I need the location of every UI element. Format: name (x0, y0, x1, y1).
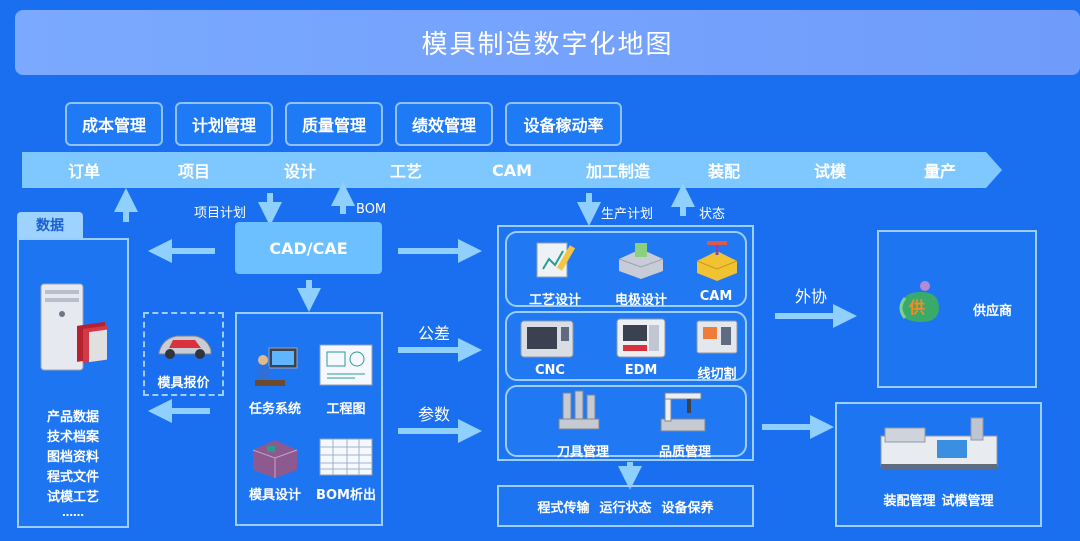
design-tools-panel: 任务系统 工程图 模具设计 BOM析出 (235, 312, 383, 526)
page-title: 模具制造数字化地图 (421, 30, 674, 60)
cam-icon (696, 241, 738, 281)
car-icon (158, 335, 212, 359)
tool-label: 模具设计 (248, 488, 301, 503)
mfg-label: 工艺设计 (528, 293, 581, 308)
step-process: 工艺 (340, 152, 464, 188)
step-trial: 试模 (764, 152, 888, 188)
wire-cut-machine-icon (696, 320, 738, 354)
cad-cae-box: CAD/CAE (235, 222, 382, 274)
step-machining: 加工制造 (552, 152, 676, 188)
mgmt-cost: 成本管理 (65, 102, 163, 146)
mfg-label: 品质管理 (658, 445, 711, 460)
tool-holders-icon (558, 390, 600, 430)
data-item: 图档资料 (46, 450, 99, 465)
step-assembly: 装配 (658, 152, 782, 188)
mfg-label: 刀具管理 (556, 445, 609, 460)
supplier-label: 供应商 (973, 304, 1013, 319)
assembly-box: 装配管理 试模管理 (835, 402, 1042, 527)
data-item: 技术档案 (46, 430, 99, 445)
electrode-design-icon (618, 243, 664, 279)
drawing-icon (319, 344, 373, 386)
injection-machine-icon (880, 417, 998, 470)
assembly-item: 试模管理 (941, 494, 994, 509)
step-mass-production: 量产 (870, 152, 1002, 188)
data-item: 试模工艺 (46, 490, 99, 505)
supplier-icon (899, 281, 939, 322)
cmm-machine-icon (660, 392, 706, 432)
mfg-label: 电极设计 (614, 293, 667, 308)
data-tab-label: 数据 (36, 218, 64, 234)
bottom-box: 程式传输 运行状态 设备保养 (497, 485, 754, 527)
title-bar: 模具制造数字化地图 (15, 10, 1080, 75)
mold-quote-box: 模具报价 (143, 312, 224, 396)
mfg-label: CNC (535, 363, 565, 378)
bottom-item: 运行状态 (599, 500, 652, 516)
mfg-row-design: 工艺设计 电极设计 CAM (505, 231, 747, 308)
label-project-plan: 项目计划 (194, 206, 247, 221)
mfg-label: EDM (624, 363, 658, 378)
label-parameters: 参数 (418, 405, 451, 424)
tool-label: 任务系统 (248, 402, 301, 417)
mfg-label: 线切割 (697, 367, 737, 382)
bottom-item: 设备保养 (661, 500, 714, 516)
data-item: 产品数据 (46, 410, 99, 425)
mfg-label: CAM (699, 289, 733, 304)
tool-label: 工程图 (326, 402, 366, 417)
mold-block-icon (252, 440, 298, 478)
supplier-box: 供 供应商 (877, 230, 1037, 388)
label-status: 状态 (699, 207, 726, 222)
data-item: …… (62, 506, 84, 519)
cad-cae-label: CAD/CAE (269, 238, 348, 258)
mgmt-quality: 质量管理 (285, 102, 383, 146)
step-project: 项目 (128, 152, 252, 188)
manufacturing-panel: 工艺设计 电极设计 CAM CNC EDM (497, 225, 754, 461)
mfg-row-management: 刀具管理 品质管理 (505, 385, 747, 460)
tool-label: BOM析出 (316, 488, 376, 503)
cnc-machine-icon (520, 320, 574, 358)
mgmt-equipment-utilization: 设备稼动率 (505, 102, 622, 146)
edm-machine-icon (616, 318, 666, 358)
label-bom: BOM (356, 202, 387, 217)
workstation-icon (255, 347, 298, 386)
step-cam: CAM (446, 152, 570, 188)
mfg-row-machines: CNC EDM 线切割 (505, 311, 747, 382)
assembly-item: 装配管理 (883, 494, 936, 509)
process-design-icon (536, 242, 576, 278)
label-outsourcing: 外协 (795, 287, 828, 306)
mold-quote-label: 模具报价 (157, 376, 210, 391)
mgmt-performance: 绩效管理 (395, 102, 493, 146)
server-icon (40, 283, 107, 371)
step-order: 订单 (22, 152, 146, 188)
data-item: 程式文件 (46, 470, 99, 485)
data-panel: 产品数据 技术档案 图档资料 程式文件 试模工艺 …… (17, 238, 129, 528)
label-production-plan: 生产计划 (601, 207, 654, 222)
label-tolerance: 公差 (418, 324, 451, 343)
supplier-badge: 供 (909, 298, 926, 317)
mgmt-plan: 计划管理 (175, 102, 273, 146)
bottom-item: 程式传输 (537, 500, 590, 516)
data-tab: 数据 (17, 212, 83, 238)
spreadsheet-icon (319, 438, 373, 476)
